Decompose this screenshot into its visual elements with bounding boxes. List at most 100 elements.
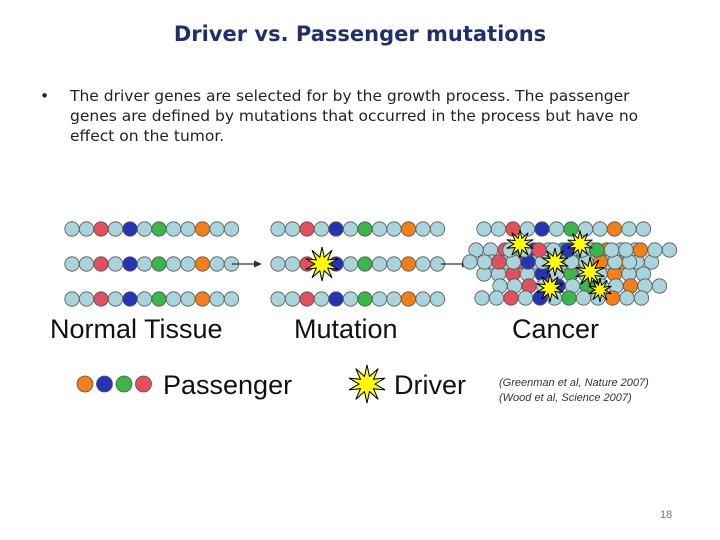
bead <box>136 221 153 237</box>
bead <box>270 256 286 272</box>
bead <box>651 278 668 294</box>
red-mutation-bead <box>503 290 519 306</box>
bead <box>548 221 565 237</box>
bead <box>661 242 678 258</box>
normal-strand-2 <box>64 256 240 272</box>
bead <box>603 242 620 258</box>
slide-title: Driver vs. Passenger mutations <box>173 22 547 46</box>
mutation-strand-1 <box>270 221 446 237</box>
bead <box>107 256 124 272</box>
bead <box>592 221 608 237</box>
bead <box>633 290 650 306</box>
bead <box>165 256 182 272</box>
bead <box>618 242 634 258</box>
page-number: 18 <box>660 509 673 521</box>
bead <box>371 291 388 307</box>
bead <box>107 221 124 237</box>
bead <box>64 291 80 307</box>
bead <box>635 221 652 237</box>
bead <box>386 291 402 307</box>
label-mutation: Mutation <box>294 314 398 344</box>
driver-star-icon <box>305 246 339 282</box>
orange-mutation-bead <box>194 221 211 237</box>
bead <box>78 256 95 272</box>
bead <box>284 256 301 272</box>
bead <box>415 291 431 307</box>
bead <box>136 291 153 307</box>
orange-mutation-bead <box>400 291 417 307</box>
bead <box>476 254 493 270</box>
legend-orange-dot <box>76 375 94 393</box>
bullet-text: The driver genes are selected for by the… <box>70 87 639 145</box>
cancer-driver-star-icon <box>588 277 612 303</box>
mutation-strand-3 <box>270 291 446 307</box>
bead <box>462 254 478 270</box>
normal-strand-1 <box>64 221 240 237</box>
cancer-strand-8 <box>502 242 678 258</box>
green-mutation-bead <box>357 221 373 237</box>
bead <box>223 221 240 237</box>
citation-greenman: (Greenman et al, Nature 2007) <box>499 377 649 389</box>
red-mutation-bead <box>491 254 507 270</box>
bead <box>575 290 592 306</box>
bead <box>165 221 182 237</box>
normal-strand-3 <box>64 291 240 307</box>
orange-mutation-bead <box>632 242 649 258</box>
green-mutation-bead <box>151 221 167 237</box>
mutation-strand-2 <box>270 256 446 272</box>
red-mutation-bead <box>93 221 109 237</box>
blue-mutation-bead <box>328 291 344 307</box>
bead <box>474 290 490 306</box>
bead <box>284 291 301 307</box>
cancer-driver-star-icon <box>541 247 569 277</box>
bead <box>429 221 446 237</box>
orange-mutation-bead <box>194 256 211 272</box>
bead <box>621 221 637 237</box>
bead <box>386 256 402 272</box>
bead <box>313 291 330 307</box>
red-mutation-bead <box>299 221 315 237</box>
citation-wood: (Wood et al, Science 2007) <box>499 392 632 404</box>
bead <box>342 256 359 272</box>
orange-mutation-bead <box>194 291 211 307</box>
legend-blue-dot <box>96 375 113 393</box>
bead <box>107 291 124 307</box>
bead <box>209 291 225 307</box>
blue-mutation-bead <box>122 291 138 307</box>
bead <box>64 256 80 272</box>
green-mutation-bead <box>151 291 167 307</box>
bead <box>270 291 286 307</box>
red-mutation-bead <box>531 242 547 258</box>
green-mutation-bead <box>563 221 579 237</box>
legend-driver-star-icon <box>348 364 386 404</box>
bead <box>223 291 240 307</box>
bead <box>386 221 402 237</box>
bead <box>415 221 431 237</box>
bead <box>78 221 95 237</box>
bead <box>415 256 431 272</box>
bead <box>647 242 663 258</box>
green-mutation-bead <box>561 290 577 306</box>
legend-passenger-label: Passenger <box>163 370 293 400</box>
bead <box>488 290 505 306</box>
legend-green-dot <box>115 375 133 393</box>
cancer-driver-star-icon <box>506 229 534 259</box>
blue-mutation-bead <box>122 221 138 237</box>
bead <box>371 221 388 237</box>
bead <box>342 221 359 237</box>
bead <box>209 256 225 272</box>
bullet-marker: • <box>40 87 50 105</box>
green-mutation-bead <box>357 291 373 307</box>
bead <box>64 221 80 237</box>
red-mutation-bead <box>93 256 109 272</box>
cancer-strand-1 <box>476 221 652 237</box>
bead <box>476 221 492 237</box>
green-mutation-bead <box>589 242 605 258</box>
red-mutation-bead <box>299 291 315 307</box>
label-normal-tissue: Normal Tissue <box>50 314 223 344</box>
bead <box>180 256 196 272</box>
green-mutation-bead <box>357 256 373 272</box>
bead <box>270 221 286 237</box>
bead <box>284 221 301 237</box>
